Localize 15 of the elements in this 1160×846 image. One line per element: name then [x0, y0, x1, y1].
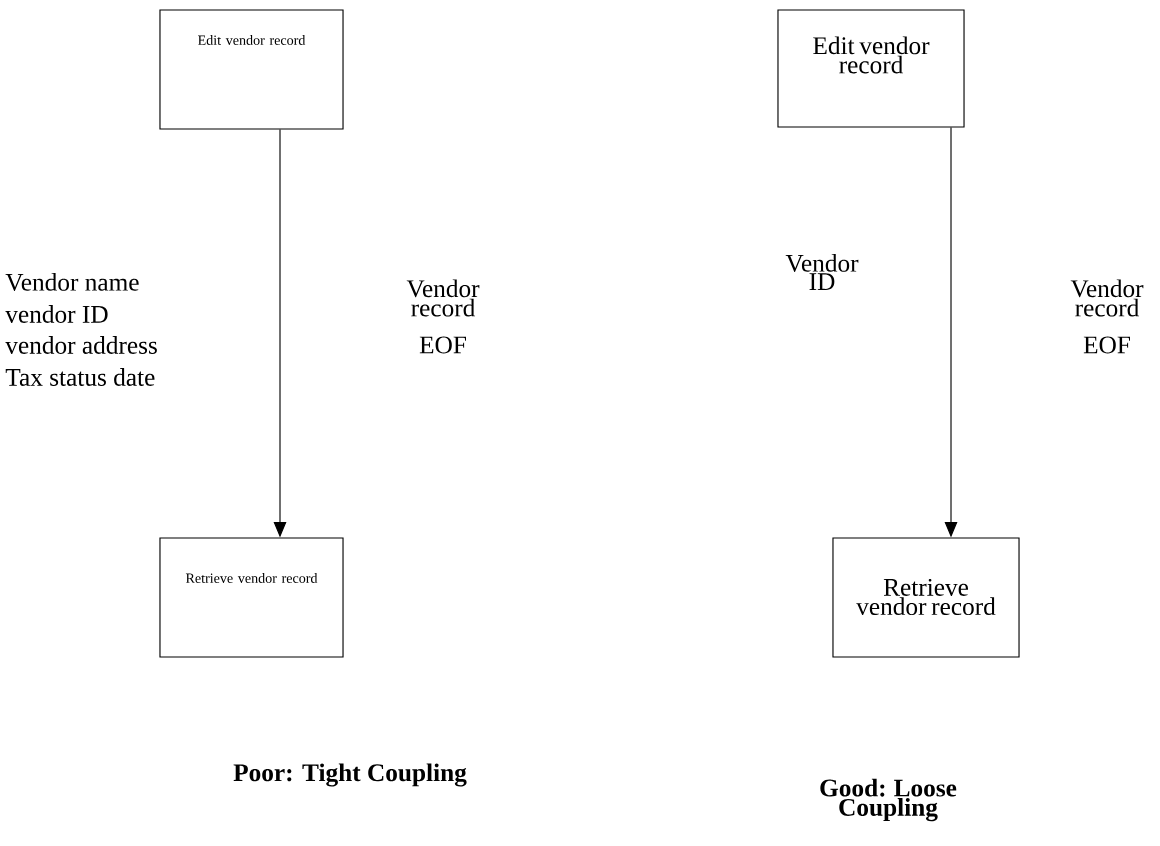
- label-text: Vendor ID: [785, 254, 859, 290]
- label-text: vendor address: [5, 336, 157, 354]
- caption: Poor: Tight Coupling: [233, 763, 467, 787]
- process-box: Edit vendor record: [159, 9, 344, 130]
- label-text: vendor ID: [5, 305, 108, 323]
- process-box: Retrieve vendor record: [159, 537, 344, 658]
- label-text: Vendor record: [406, 279, 480, 317]
- label-text: Vendor name: [5, 273, 139, 291]
- caption: Good: Loose Coupling: [820, 778, 957, 822]
- label-text: EOF: [419, 336, 466, 354]
- label-text: Tax status date: [5, 368, 155, 386]
- label-text: EOF: [1083, 336, 1130, 354]
- process-box: Retrieve vendor record: [832, 537, 1020, 658]
- process-box: Edit vendor record: [777, 9, 965, 128]
- label-text: Vendor record: [1070, 279, 1144, 317]
